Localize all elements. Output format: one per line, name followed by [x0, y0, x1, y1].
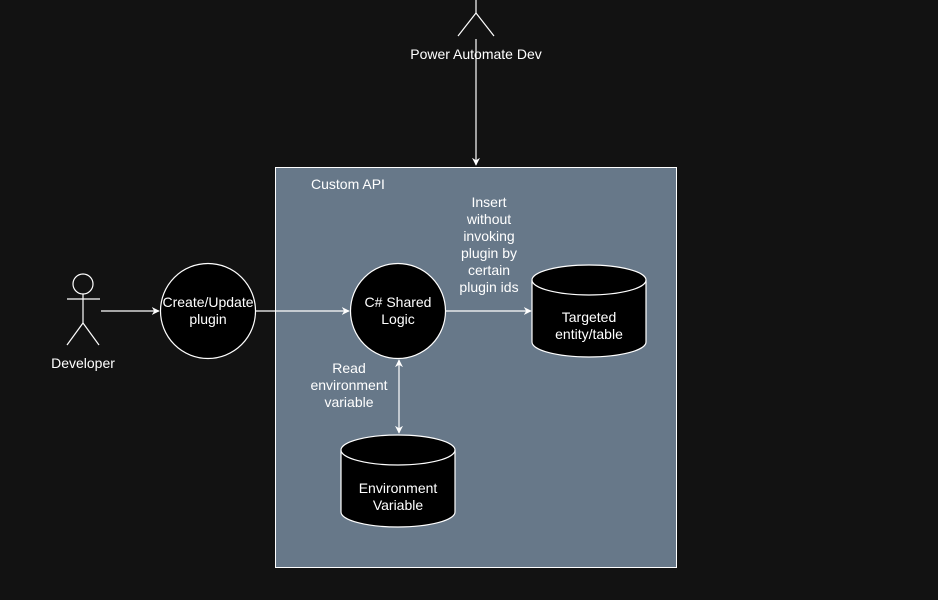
boundary-label: Custom API: [311, 176, 385, 192]
read-edge-label-line: variable: [324, 394, 374, 410]
insert-edge-label-line: invoking: [463, 228, 515, 244]
create-update-plugin-line1: Create/Update: [162, 294, 254, 310]
targeted-table-node[interactable]: [531, 264, 647, 358]
insert-edge-label-line: plugin by: [460, 245, 518, 261]
shared-logic-line2: Logic: [381, 311, 415, 327]
create-update-plugin-label: Create/Update plugin: [148, 294, 268, 328]
insert-edge-label: Insert without invoking plugin by certai…: [439, 194, 539, 296]
insert-edge-label-line: certain: [467, 262, 511, 278]
shared-logic-line1: C# Shared: [364, 294, 432, 310]
insert-edge-label-line: plugin ids: [459, 279, 519, 295]
create-update-plugin-node[interactable]: [159, 262, 257, 360]
developer-label: Developer: [51, 355, 115, 371]
environment-variable-line2: Variable: [372, 497, 424, 513]
power-automate-dev-label: Power Automate Dev: [410, 46, 542, 62]
targeted-table-label: Targeted entity/table: [529, 309, 649, 343]
targeted-table-line1: Targeted: [561, 309, 617, 325]
targeted-table-line2: entity/table: [555, 326, 623, 342]
read-edge-label: Read environment variable: [299, 360, 399, 411]
environment-variable-line1: Environment: [358, 480, 438, 496]
power-automate-dev-actor-icon[interactable]: [457, 0, 495, 37]
shared-logic-label: C# Shared Logic: [338, 294, 458, 328]
shared-logic-node[interactable]: [349, 262, 447, 360]
developer-actor-icon[interactable]: [66, 273, 100, 346]
environment-variable-node[interactable]: [340, 434, 456, 528]
insert-edge-label-line: Insert: [471, 194, 507, 210]
environment-variable-label: Environment Variable: [338, 480, 458, 514]
read-edge-label-line: Read: [332, 360, 366, 376]
read-edge-label-line: environment: [310, 377, 388, 393]
create-update-plugin-line2: plugin: [189, 311, 227, 327]
insert-edge-label-line: without: [466, 211, 512, 227]
